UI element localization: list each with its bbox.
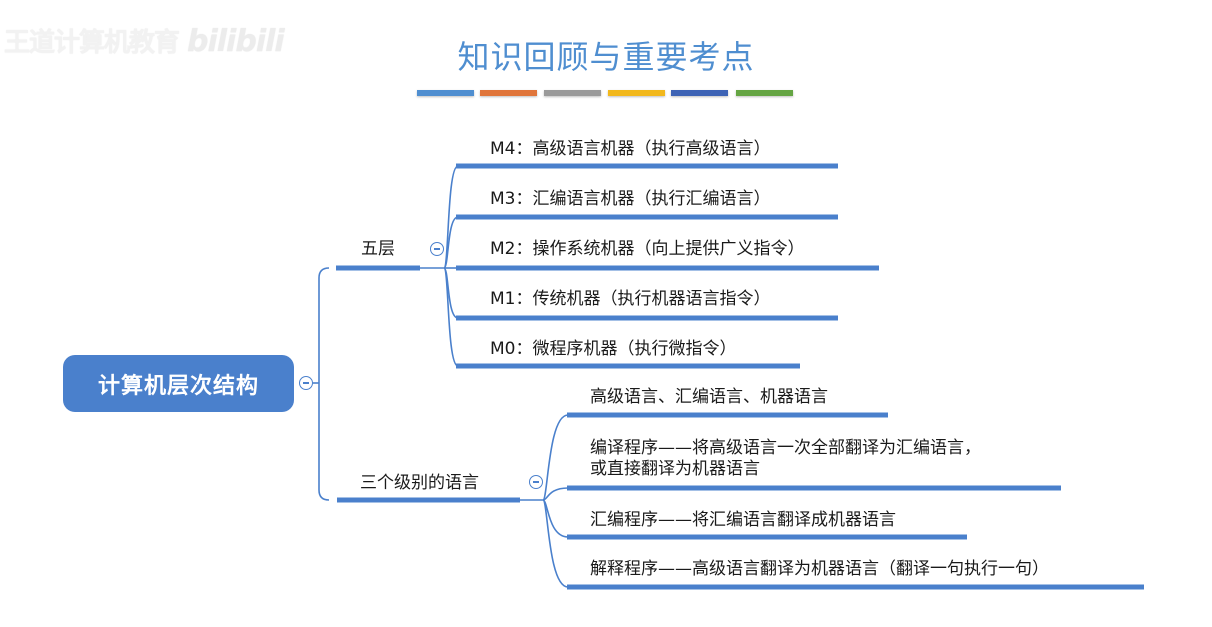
branch-languages[interactable]: 三个级别的语言 [360,473,479,493]
node-m1[interactable]: M1：传统机器（执行机器语言指令） [490,289,771,309]
branch-five-layers[interactable]: 五层 [361,239,395,259]
bilibili-logo: bilibili [187,24,285,59]
node-three-languages[interactable]: 高级语言、汇编语言、机器语言 [590,387,828,407]
root-collapse-button[interactable] [299,376,313,390]
minus-icon [303,382,309,384]
node-m4[interactable]: M4：高级语言机器（执行高级语言） [490,139,771,159]
root-node[interactable]: 计算机层次结构 [63,355,294,412]
color-bar-gray [544,90,601,96]
page-title: 知识回顾与重要考点 [457,38,755,76]
five-layers-collapse-button[interactable] [430,242,444,256]
node-assembler[interactable]: 汇编程序——将汇编语言翻译成机器语言 [590,510,896,530]
color-bar-darkblue [671,90,728,96]
color-bar-orange [480,90,537,96]
trunk-connector [318,267,330,501]
fan-m3 [443,216,459,269]
node-compiler-line2[interactable]: 或直接翻译为机器语言 [590,459,760,479]
node-m3[interactable]: M3：汇编语言机器（执行汇编语言） [490,189,771,209]
node-interpreter[interactable]: 解释程序——高级语言翻译为机器语言（翻译一句执行一句） [590,559,1049,579]
color-bar-green [736,90,793,96]
watermark-text: 王道计算机教育 [4,28,180,58]
color-bar-yellow [608,90,665,96]
minus-icon [434,248,440,250]
fan-lang-2 [542,487,569,501]
minus-icon [533,481,539,483]
fan-m0 [443,267,459,367]
fan-lang-4 [542,499,569,588]
node-m2[interactable]: M2：操作系统机器（向上提供广义指令） [490,239,805,259]
node-m0[interactable]: M0：微程序机器（执行微指令） [490,339,737,359]
color-bar-blue [417,90,474,96]
node-compiler-line1[interactable]: 编译程序——将高级语言一次全部翻译为汇编语言， [590,438,981,458]
fan-lang-1 [520,414,569,501]
languages-collapse-button[interactable] [529,475,543,489]
